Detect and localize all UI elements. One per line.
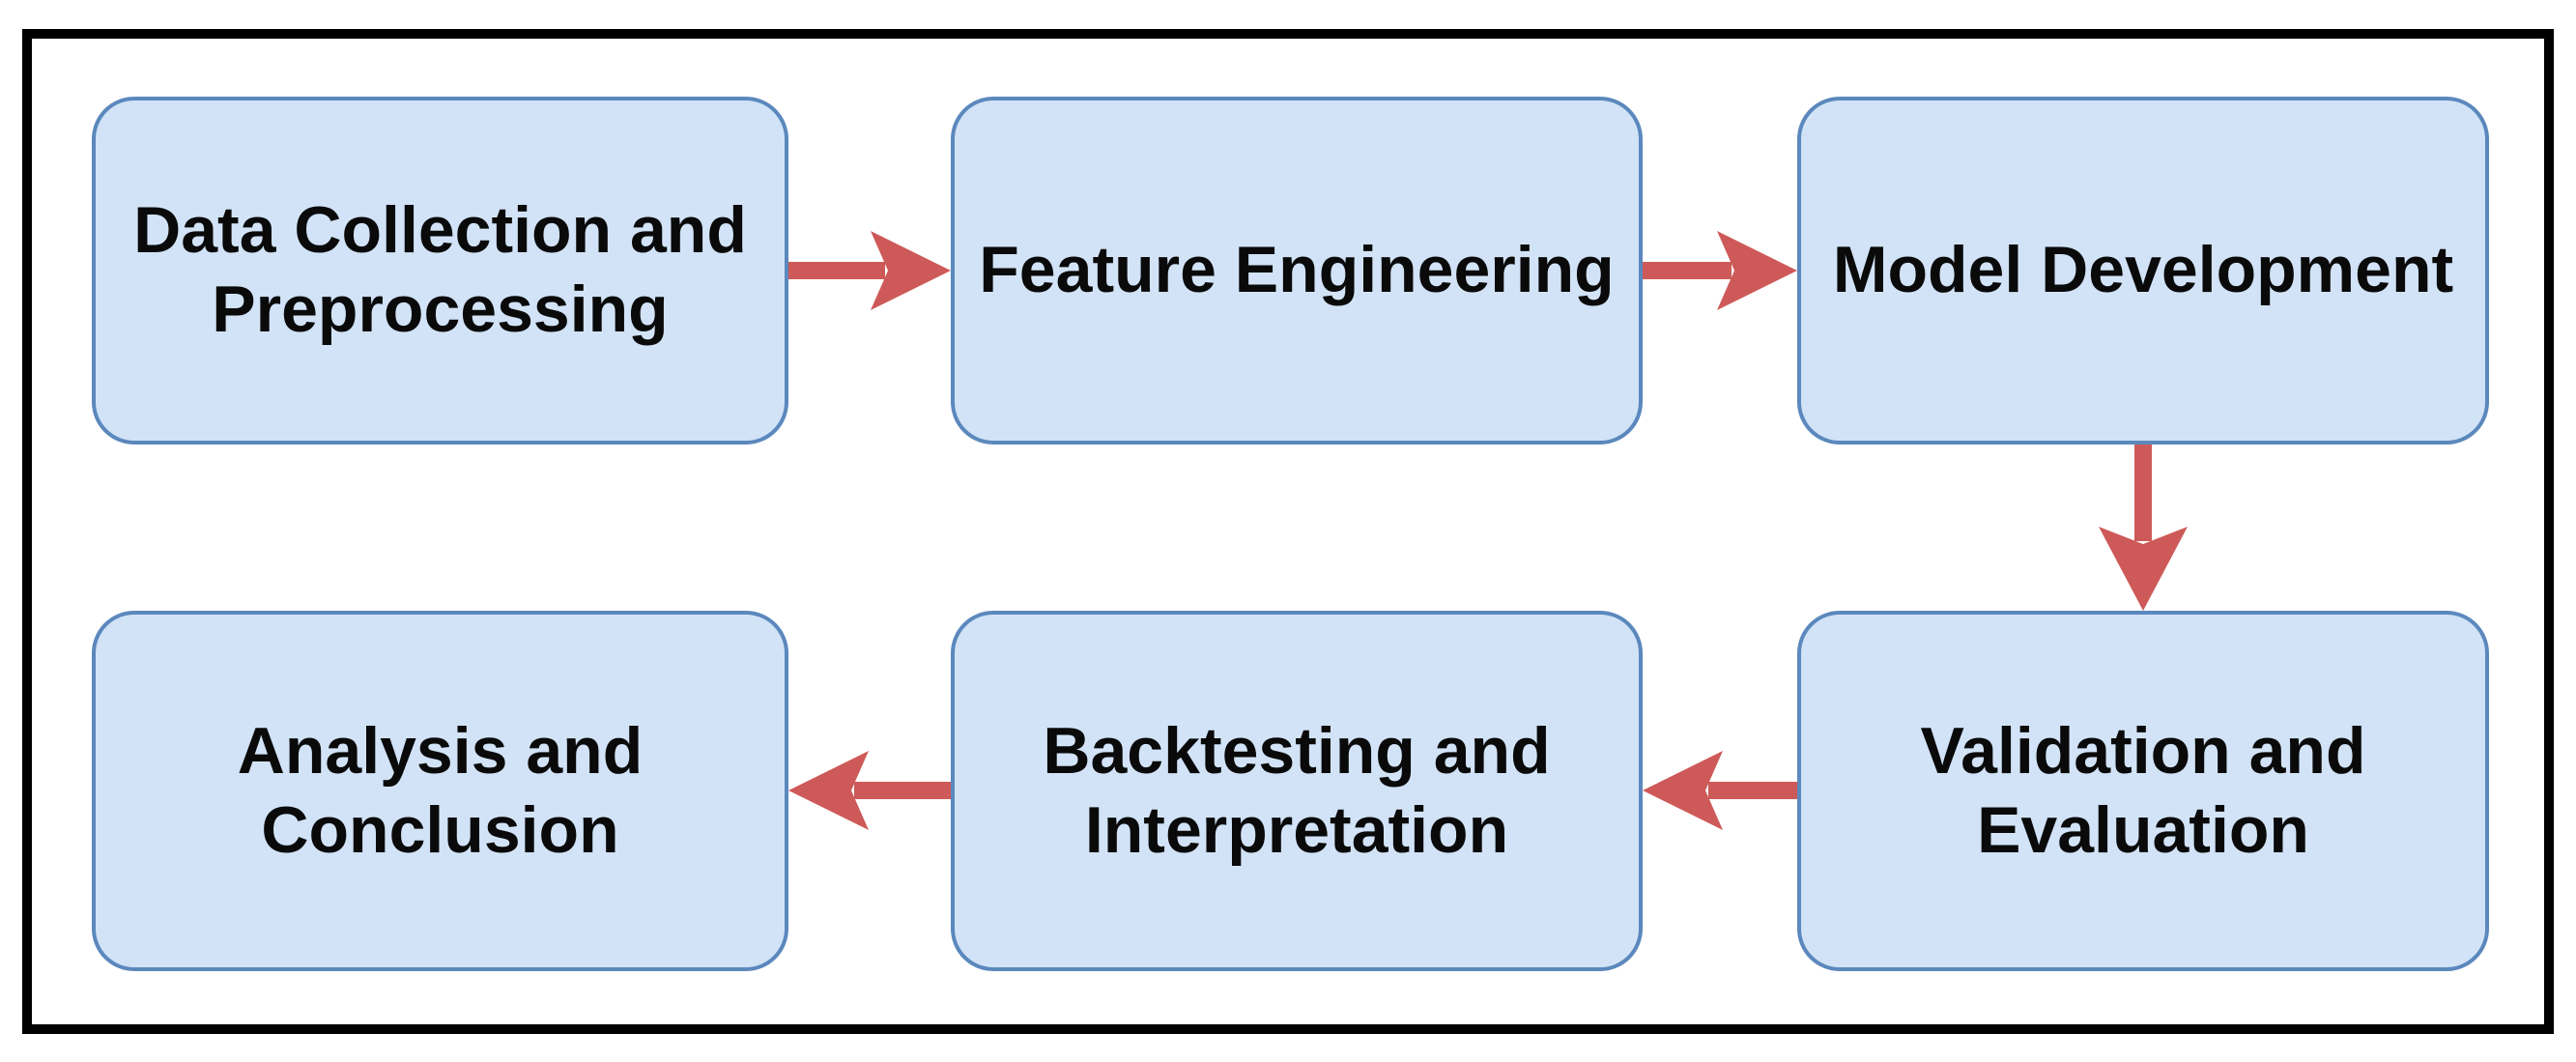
- left-arrow-icon: [1643, 751, 1797, 830]
- node-backtesting-and-interpretation: Backtesting and Interpretation: [951, 611, 1643, 971]
- left-arrow-icon: [788, 751, 951, 830]
- node-label: Analysis and Conclusion: [237, 713, 644, 867]
- node-label: Model Development: [1832, 233, 2454, 307]
- node-label: Feature Engineering: [979, 233, 1615, 307]
- node-label: Backtesting and Interpretation: [1043, 713, 1551, 867]
- node-data-collection-and-preprocessing: Data Collection and Preprocessing: [92, 97, 788, 445]
- down-arrow-icon: [2099, 445, 2188, 611]
- right-arrow-icon: [788, 231, 951, 310]
- node-label: Validation and Evaluation: [1920, 713, 2366, 867]
- right-arrow-icon: [1643, 231, 1797, 310]
- node-feature-engineering: Feature Engineering: [951, 97, 1643, 445]
- diagram-outer-border: [22, 29, 2554, 1034]
- node-validation-and-evaluation: Validation and Evaluation: [1797, 611, 2489, 971]
- node-label: Data Collection and Preprocessing: [133, 193, 747, 346]
- node-model-development: Model Development: [1797, 97, 2489, 445]
- node-analysis-and-conclusion: Analysis and Conclusion: [92, 611, 788, 971]
